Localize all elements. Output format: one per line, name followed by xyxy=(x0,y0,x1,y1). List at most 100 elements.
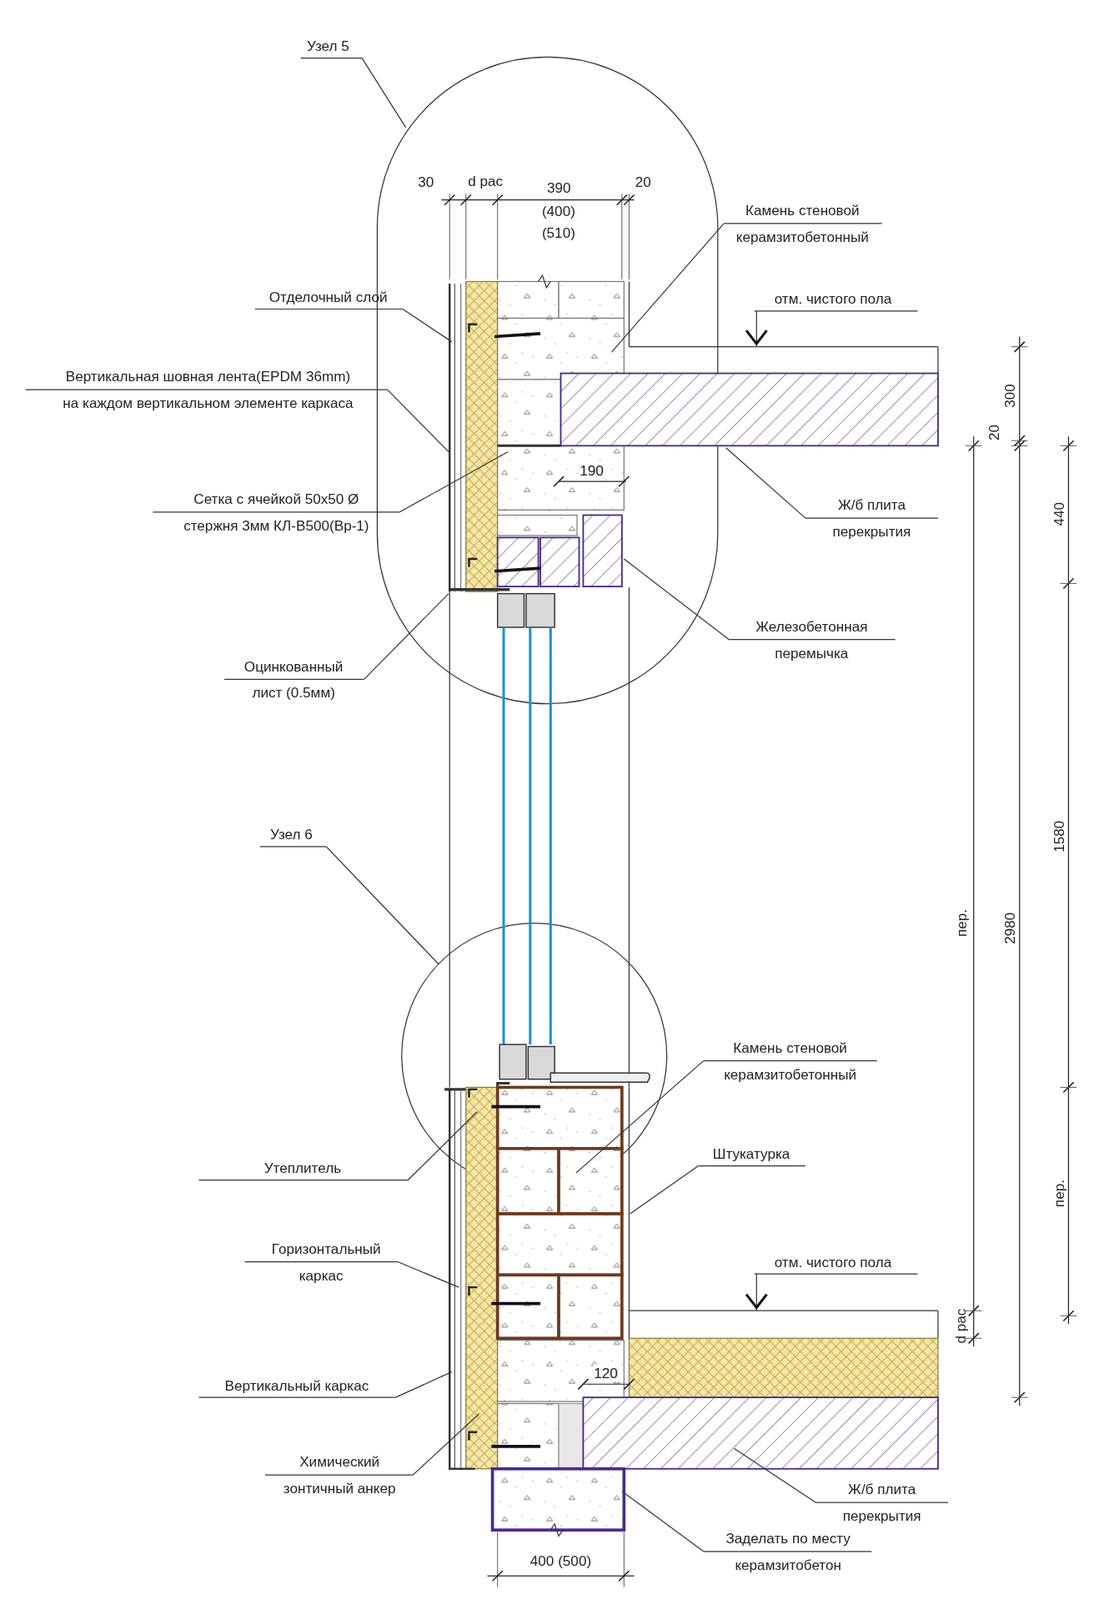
rc-slab xyxy=(582,1396,939,1469)
frame-bracket xyxy=(468,1286,477,1295)
callout-label: Штукатурка xyxy=(712,1139,791,1167)
mortar-fill xyxy=(558,1402,583,1468)
callout-label: (400) xyxy=(541,197,576,225)
callout-label: 390 xyxy=(547,174,572,201)
glass-pane xyxy=(528,627,532,1044)
frame-bracket xyxy=(468,558,477,568)
extension-line xyxy=(496,193,498,280)
extension-line xyxy=(1060,1086,1078,1088)
floor-line xyxy=(937,346,939,374)
finish-layer xyxy=(460,283,462,592)
callout-label: d рас xyxy=(467,167,503,195)
floor-line xyxy=(937,1309,939,1338)
dimension-label: 20 xyxy=(985,424,1003,441)
facade-frame xyxy=(454,283,456,592)
facade-frame xyxy=(448,1088,451,1469)
leader-underline xyxy=(805,517,939,519)
dimension-tick xyxy=(492,195,503,206)
wall-stone xyxy=(497,445,625,510)
dimension-label: 300 xyxy=(1001,383,1019,408)
dimension-label: пер. xyxy=(1049,1179,1067,1207)
wall-stone xyxy=(497,1339,625,1401)
callout-label: Вертикальная шовная лента(EPDM 36mm) на … xyxy=(32,362,385,417)
extension-line xyxy=(621,193,623,280)
plaster-line xyxy=(628,281,630,347)
anchor xyxy=(494,333,541,337)
callout-label: Вертикальный каркас xyxy=(225,1371,370,1399)
frame-bracket xyxy=(448,1467,476,1470)
extension-line xyxy=(496,1531,498,1587)
dimension-line xyxy=(582,1383,630,1385)
callout-label: отм. чистого пола xyxy=(774,285,893,312)
leader-underline xyxy=(198,1396,396,1398)
leader-underline xyxy=(265,1473,413,1475)
level-arrow xyxy=(746,1294,767,1308)
facade-frame xyxy=(454,1088,456,1469)
dimension-label: пер. xyxy=(952,908,969,937)
leader-line xyxy=(326,846,439,964)
leader-line xyxy=(387,389,449,452)
extension-line xyxy=(1060,1314,1078,1316)
leader-underline xyxy=(198,1179,408,1180)
extension-line xyxy=(623,1531,625,1587)
extension-line xyxy=(1011,346,1029,347)
window-sill xyxy=(550,1072,650,1082)
callout-label: Узел 5 xyxy=(306,32,350,60)
leader-underline xyxy=(301,57,362,59)
extension-line xyxy=(965,445,983,447)
extension-line xyxy=(1060,445,1078,447)
leader-line xyxy=(612,223,725,352)
dimension-line xyxy=(1068,436,1069,1324)
extension-line xyxy=(465,193,467,280)
callout-label: Химический зонтичный анкер xyxy=(278,1447,402,1501)
extension-line xyxy=(449,193,451,280)
anchor xyxy=(491,1444,541,1448)
leader-line xyxy=(395,1371,452,1398)
break-mark xyxy=(550,1523,563,1536)
leader-line xyxy=(361,58,407,128)
glass-pane xyxy=(502,627,506,1044)
dimension-line xyxy=(1018,336,1020,1406)
extension-line xyxy=(1011,440,1029,442)
callout-label: Ж/б плита перекрытия xyxy=(824,491,920,545)
leader-underline xyxy=(255,308,403,310)
leader-underline xyxy=(754,310,919,312)
dimension-line xyxy=(973,436,974,1346)
leader-underline xyxy=(754,1273,919,1275)
leader-underline xyxy=(698,1164,806,1166)
dimension-tick xyxy=(553,476,564,487)
leader-line xyxy=(576,1060,704,1174)
leader-underline xyxy=(815,1500,949,1502)
callout-label: (510) xyxy=(541,219,576,246)
callout-label: Утеплитель xyxy=(264,1154,342,1181)
floor-line xyxy=(628,346,938,347)
wall-stone xyxy=(497,379,562,446)
leader-underline xyxy=(728,638,895,640)
leader-underline xyxy=(25,388,388,390)
wall-stone xyxy=(497,1213,623,1275)
level-arrow xyxy=(746,330,767,344)
anchor xyxy=(491,1104,541,1109)
wall-stone xyxy=(497,1402,559,1468)
leader-line xyxy=(733,1447,816,1502)
wall-stone xyxy=(558,281,624,318)
wall-stone xyxy=(558,1274,623,1338)
leader-line xyxy=(402,308,452,342)
window-profile xyxy=(497,593,525,628)
facade-frame xyxy=(448,283,451,592)
callout-label: Камень стеновой керамзитобетонный xyxy=(724,196,880,251)
wall-stone xyxy=(497,1274,559,1338)
wall-stone xyxy=(497,514,578,535)
dimension-tick xyxy=(623,1378,634,1389)
dimension-tick xyxy=(461,195,472,206)
glass-pane xyxy=(549,627,553,1044)
wall-stone xyxy=(497,1148,559,1214)
callout-label: Заделать по месту керамзитобетон xyxy=(715,1524,861,1578)
wall-stone xyxy=(558,1148,623,1214)
frame-bracket xyxy=(468,1431,477,1441)
window-profile xyxy=(499,1043,527,1079)
callout-label: Сетка с ячейкой 50x50 Ø стержня 3мм КЛ-В… xyxy=(167,485,385,539)
callout-label: 20 xyxy=(635,168,652,196)
window-profile xyxy=(526,593,555,628)
dimension-line xyxy=(558,481,627,482)
